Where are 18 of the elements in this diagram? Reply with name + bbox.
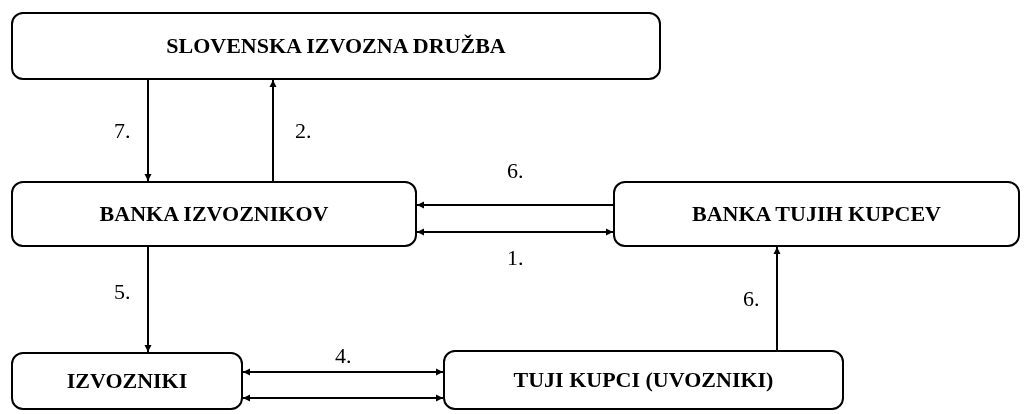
node-label: BANKA IZVOZNIKOV xyxy=(99,201,329,227)
process-box xyxy=(11,181,417,247)
process-box xyxy=(443,350,844,410)
arrow xyxy=(416,201,614,209)
node-label: BANKA TUJIH KUPCEV xyxy=(692,201,941,227)
arrow xyxy=(242,394,444,402)
process-box xyxy=(11,352,243,410)
arrow xyxy=(416,228,614,236)
arrow xyxy=(773,246,781,351)
node-label: TUJI KUPCI (UVOZNIKI) xyxy=(513,367,774,393)
arrow xyxy=(269,79,277,182)
process-box xyxy=(613,181,1020,247)
arrow xyxy=(242,368,444,376)
arrow xyxy=(144,246,152,353)
arrow xyxy=(144,79,152,182)
node-label: IZVOZNIKI xyxy=(66,368,188,394)
process-box xyxy=(11,12,661,80)
node-label: SLOVENSKA IZVOZNA DRUŽBA xyxy=(166,33,506,59)
